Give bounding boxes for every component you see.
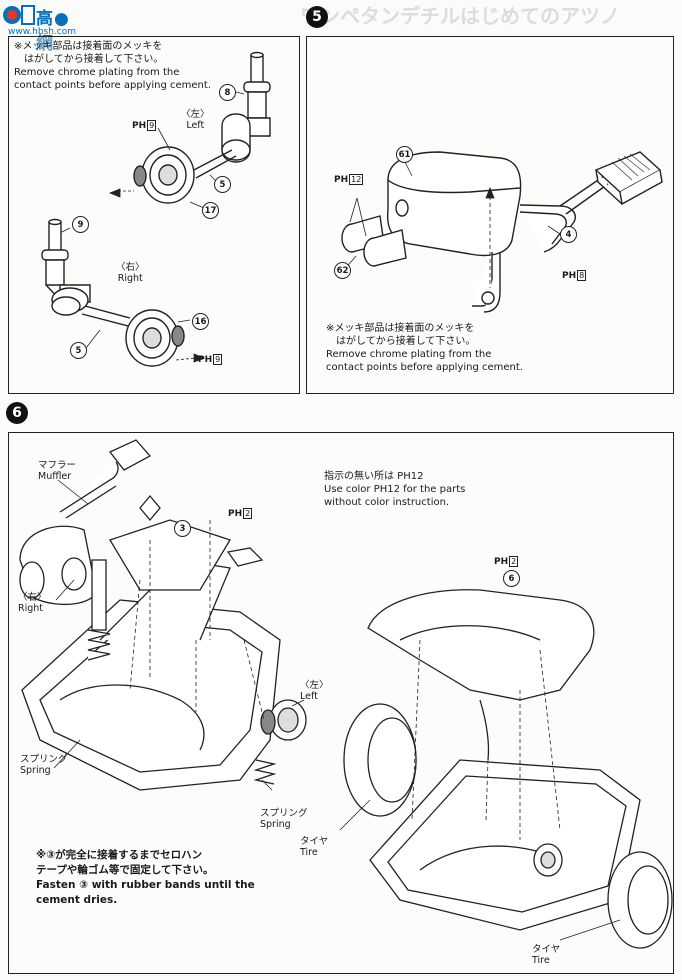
note-line: Use color PH12 for the parts bbox=[324, 484, 466, 495]
step-5-badge: 5 bbox=[306, 6, 328, 28]
note-line: はがしてから接着して下さい。 bbox=[14, 54, 164, 65]
left-label-en: Left bbox=[186, 120, 205, 131]
paint-code-number: 9 bbox=[213, 354, 223, 365]
part-callout: 3 bbox=[174, 520, 191, 537]
left-label-jp: 〈左〉 bbox=[181, 109, 210, 120]
left-label-jp: 〈左〉 bbox=[300, 680, 329, 691]
spring-label-en: Spring bbox=[20, 765, 51, 776]
site-logo: 高●網 www.hbsh.com bbox=[2, 2, 80, 54]
right-label: 〈右〉 Right bbox=[18, 592, 47, 614]
right-label: 〈右〉 Right bbox=[116, 262, 145, 284]
tire-label-jp: タイヤ bbox=[532, 944, 561, 955]
paint-code-number: 8 bbox=[577, 270, 587, 281]
right-label-en: Right bbox=[117, 273, 143, 284]
part-callout: 5 bbox=[214, 176, 231, 193]
part-callout: 16 bbox=[192, 313, 209, 330]
right-label-jp: 〈右〉 bbox=[116, 262, 145, 273]
part-callout: 5 bbox=[70, 342, 87, 359]
spring-label-2: スプリング Spring bbox=[260, 808, 308, 830]
bleed-through-title: ワンペタンデチルはじめてのアツノ bbox=[300, 4, 620, 28]
note-line: ※③が完全に接着するまでセロハン bbox=[36, 849, 203, 861]
note-line: Remove chrome plating from the bbox=[326, 349, 492, 360]
step-4-chrome-note: ※メッキ部品は接着面のメッキを はがしてから接着して下さい。 Remove ch… bbox=[14, 40, 211, 92]
left-label: 〈左〉 Left bbox=[181, 109, 210, 131]
spring-label-jp: スプリング bbox=[20, 754, 68, 765]
spring-label-jp: スプリング bbox=[260, 808, 308, 819]
paint-code-number: 2 bbox=[243, 508, 253, 519]
paint-code-number: 12 bbox=[349, 174, 364, 185]
note-line: contact points before applying cement. bbox=[14, 80, 211, 91]
part-callout: 61 bbox=[396, 146, 413, 163]
logo-text: 高●網 bbox=[36, 9, 70, 54]
note-line: cement dries. bbox=[36, 894, 118, 906]
note-line: 指示の無い所は PH12 bbox=[324, 471, 424, 482]
note-line: Remove chrome plating from the bbox=[14, 67, 180, 78]
right-label-en: Right bbox=[18, 603, 44, 614]
paint-code-text: PH bbox=[132, 121, 147, 131]
fasten-note: ※③が完全に接着するまでセロハン テープや輪ゴム等で固定して下さい。 Faste… bbox=[36, 848, 255, 908]
part-callout: 9 bbox=[72, 216, 89, 233]
part-callout: 17 bbox=[202, 202, 219, 219]
paint-code-text: PH bbox=[494, 557, 509, 567]
muffler-label-en: Muffler bbox=[38, 471, 72, 482]
paint-code-text: PH bbox=[562, 271, 577, 281]
part-callout: 6 bbox=[503, 570, 520, 587]
left-label-en: Left bbox=[300, 691, 318, 702]
note-line: ※メッキ部品は接着面のメッキを bbox=[14, 41, 163, 52]
note-line: Fasten ③ with rubber bands until the bbox=[36, 879, 255, 891]
muffler-label-jp: マフラー bbox=[38, 460, 77, 471]
color-instruction-note: 指示の無い所は PH12 Use color PH12 for the part… bbox=[324, 470, 465, 509]
tire-label-2: タイヤ Tire bbox=[532, 944, 560, 966]
logo-url: www.hbsh.com bbox=[8, 27, 77, 37]
paint-code-number: 9 bbox=[147, 120, 157, 131]
left-label: 〈左〉 Left bbox=[300, 680, 329, 702]
note-line: はがしてから接着して下さい。 bbox=[326, 336, 476, 347]
spring-label-en: Spring bbox=[260, 819, 291, 830]
tire-label: タイヤ Tire bbox=[300, 836, 328, 858]
tire-label-en: Tire bbox=[300, 847, 318, 858]
tire-label-jp: タイヤ bbox=[300, 836, 329, 847]
paint-code-text: PH bbox=[198, 355, 213, 365]
part-callout: 8 bbox=[219, 84, 236, 101]
paint-code-number: 2 bbox=[509, 556, 519, 567]
step-5-chrome-note: ※メッキ部品は接着面のメッキを はがしてから接着して下さい。 Remove ch… bbox=[326, 322, 523, 374]
note-line: テープや輪ゴム等で固定して下さい。 bbox=[36, 864, 214, 876]
note-line: without color instruction. bbox=[324, 497, 450, 508]
step-6-badge: 6 bbox=[6, 402, 28, 424]
paint-code-text: PH bbox=[228, 509, 243, 519]
part-callout: 62 bbox=[334, 262, 351, 279]
spring-label: スプリング Spring bbox=[20, 754, 68, 776]
logo-mark-icon bbox=[3, 5, 35, 25]
part-callout: 4 bbox=[560, 226, 577, 243]
paint-code-text: PH bbox=[334, 175, 349, 185]
tire-label-en: Tire bbox=[532, 955, 550, 966]
note-line: contact points before applying cement. bbox=[326, 362, 523, 373]
note-line: ※メッキ部品は接着面のメッキを bbox=[326, 323, 475, 334]
muffler-label: マフラー Muffler bbox=[38, 460, 76, 482]
right-label-jp: 〈右〉 bbox=[18, 592, 47, 603]
